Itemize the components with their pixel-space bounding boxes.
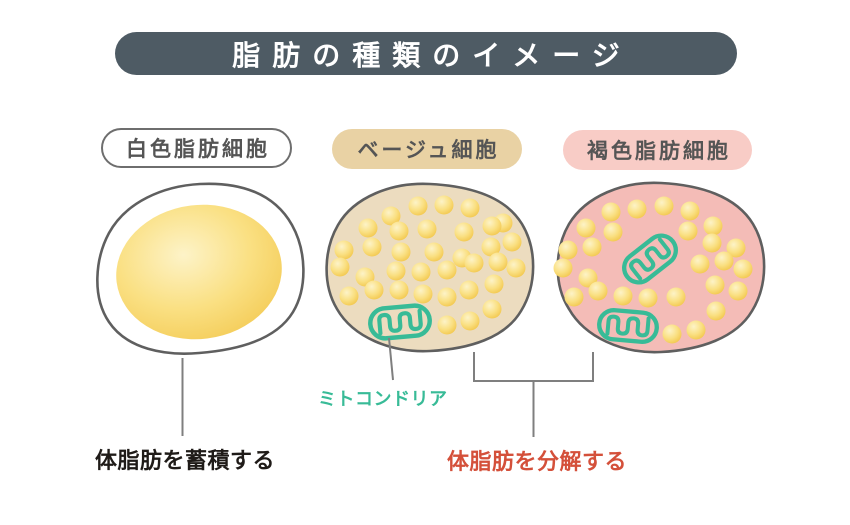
lipid-droplet [726, 238, 746, 258]
brown-fat-cell-figure [553, 181, 766, 354]
lipid-droplet [434, 195, 454, 215]
lipid-droplet [437, 287, 457, 307]
lipid-droplet [482, 216, 502, 236]
lipid-droplet [706, 301, 726, 321]
lipid-droplet [413, 284, 433, 304]
mitochondria-caption: ミトコンドリア [318, 389, 448, 409]
lipid-droplet [464, 253, 484, 273]
lipid-droplet [389, 280, 409, 300]
lipid-droplet [389, 221, 409, 241]
lipid-droplet [411, 262, 431, 282]
mitochondria-leader-line [388, 337, 394, 381]
lipid-droplet [460, 311, 480, 331]
lipid-droplet [454, 222, 474, 242]
lipid-droplet [381, 206, 401, 226]
lipid-droplet [733, 259, 753, 279]
lipid-droplet [662, 324, 682, 344]
lipid-droplet [627, 199, 647, 219]
lipid-droplet [680, 201, 700, 221]
leader-lines [181, 337, 594, 437]
lipid-droplet [678, 221, 698, 241]
lipid-droplet [578, 268, 598, 288]
lipid-droplet [728, 281, 748, 301]
label-white-fat-cell: 白色脂肪細胞 [101, 128, 292, 168]
lipid-droplet [686, 320, 706, 340]
label-white-fat-cell-text: 白色脂肪細胞 [126, 138, 270, 161]
lipid-droplet [601, 202, 621, 222]
page-title: 脂肪の種類のイメージ [232, 39, 632, 71]
lipid-droplet [576, 218, 596, 238]
white-fat-cell-figure [96, 182, 305, 355]
lipid-droplet [386, 261, 406, 281]
break-fat-caption: 体脂肪を分解する [447, 449, 628, 474]
lipid-droplet [482, 299, 502, 319]
lipid-droplet [484, 274, 504, 294]
lipid-droplet [424, 242, 444, 262]
lipid-droplet [459, 280, 479, 300]
label-beige-cell: ベージュ細胞 [332, 129, 522, 169]
lipid-droplet [702, 233, 722, 253]
lipid-droplet [705, 275, 725, 295]
lipid-droplet [502, 232, 522, 252]
beige-cell-figure [325, 182, 535, 353]
lipid-droplet [481, 237, 501, 257]
lipid-droplet [558, 240, 578, 260]
lipid-droplet [339, 286, 359, 306]
lipid-droplet [358, 218, 378, 238]
lipid-droplet [334, 240, 354, 260]
lipid-droplet [638, 288, 658, 308]
store-fat-caption: 体脂肪を蓄積する [95, 448, 276, 473]
lipid-droplet [714, 251, 734, 271]
lipid-droplet [460, 198, 480, 218]
lipid-droplet [588, 281, 608, 301]
lipid-droplet [666, 287, 686, 307]
lipid-droplet [582, 237, 602, 257]
lipid-droplet [488, 252, 508, 272]
lipid-droplet [391, 242, 411, 262]
lipid-droplet [408, 196, 428, 216]
lipid-droplet [564, 287, 584, 307]
label-beige-cell-text: ベージュ細胞 [357, 139, 500, 162]
breakdown-bracket [473, 352, 594, 437]
lipid-droplet [437, 260, 457, 280]
lipid-droplet [690, 254, 710, 274]
lipid-droplet [330, 257, 350, 277]
lipid-droplet [417, 219, 437, 239]
lipid-droplet [613, 286, 633, 306]
label-brown-fat-cell: 褐色脂肪細胞 [563, 130, 752, 170]
lipid-droplet [603, 222, 623, 242]
lipid-droplet [364, 280, 384, 300]
large-lipid-droplet [116, 204, 282, 340]
lipid-droplet [506, 258, 526, 278]
label-brown-fat-cell-text: 褐色脂肪細胞 [587, 140, 731, 163]
lipid-droplet [654, 196, 674, 216]
lipid-droplet [553, 258, 573, 278]
lipid-droplet [437, 315, 457, 335]
title-banner: 脂肪の種類のイメージ [115, 32, 737, 75]
lipid-droplet [362, 237, 382, 257]
lipid-droplet [703, 216, 723, 236]
